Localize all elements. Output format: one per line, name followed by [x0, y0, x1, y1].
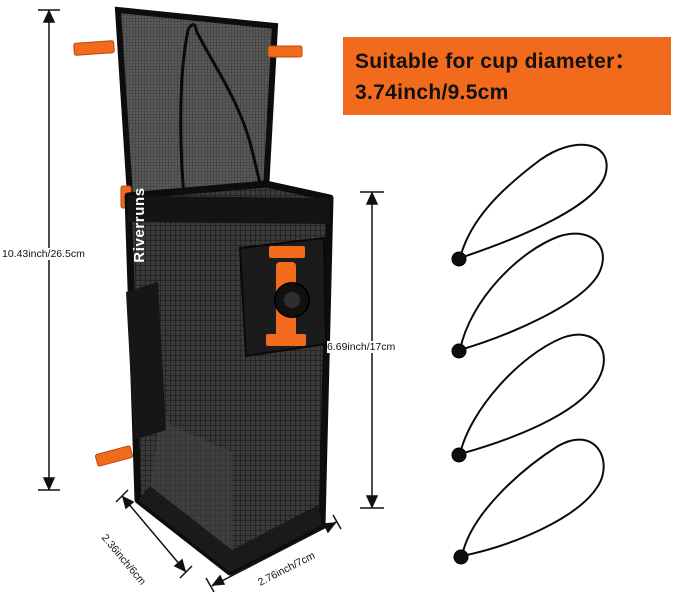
strap-buckle — [238, 236, 328, 358]
height-pocket-label: 6.69inch/17cm — [327, 341, 396, 353]
bungee-ball-2 — [451, 343, 467, 359]
banner-title: Suitable for cup diameter： — [355, 50, 636, 73]
bungee-cord-2 — [459, 232, 604, 351]
bungee-cords — [459, 143, 608, 557]
bungee-balls — [451, 251, 469, 565]
cup-diameter-banner: Suitable for cup diameter： 3.74inch/9.5c… — [343, 37, 671, 115]
bungee-ball-3 — [451, 447, 467, 463]
bungee-ball-1 — [451, 251, 467, 267]
brand-logo-text: Riverruns — [131, 187, 148, 263]
bungee-cord-3 — [459, 333, 605, 455]
bungee-cord-4 — [461, 438, 605, 557]
height-total-label: 10.43inch/26.5cm — [2, 248, 85, 260]
bungee-cord-1 — [459, 143, 608, 259]
banner-value: 3.74inch/9.5cm — [355, 81, 509, 104]
brand-patch — [126, 282, 166, 440]
bungee-ball-4 — [453, 549, 469, 565]
